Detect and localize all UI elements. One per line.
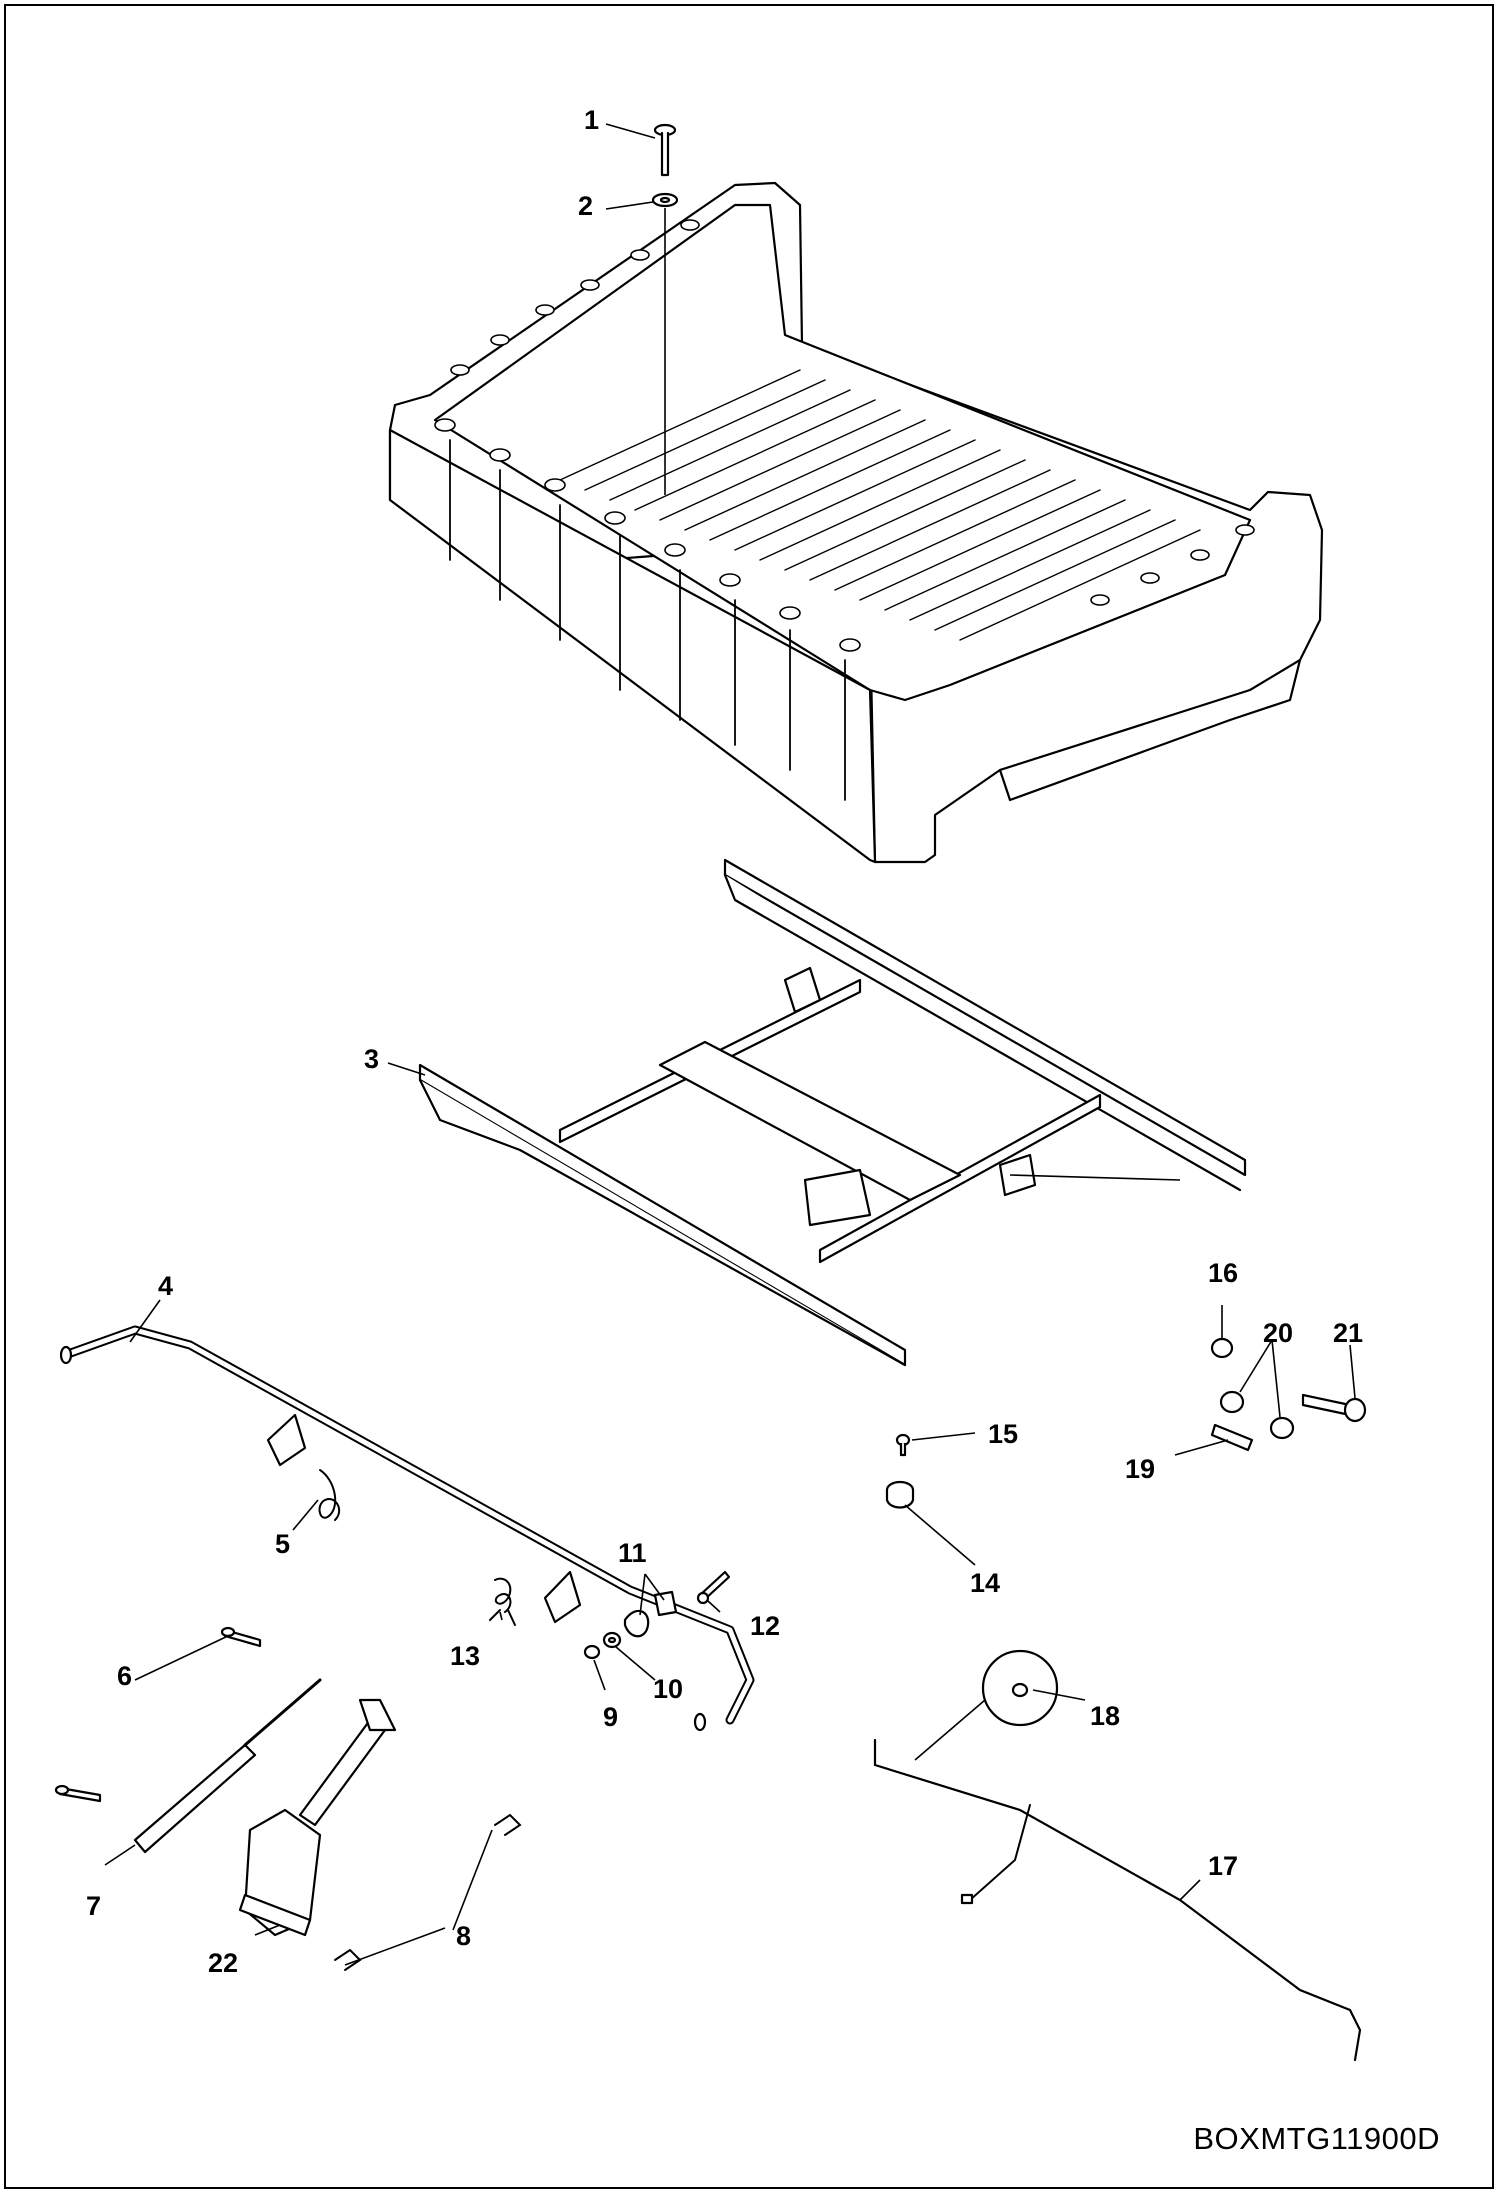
- part-15-screw: [895, 1433, 911, 1457]
- callout-17: 17: [1208, 1851, 1238, 1881]
- part-22-actuator: [238, 1698, 397, 1937]
- callout-16: 16: [1208, 1258, 1238, 1288]
- callout-7: 7: [86, 1891, 101, 1921]
- callout-2: 2: [578, 191, 593, 221]
- callout-19: 19: [1125, 1454, 1155, 1484]
- part-4-rod: [59, 1325, 755, 1732]
- callout-20: 20: [1263, 1318, 1293, 1348]
- callout-labels: 1 2 3 4 5 6 7 8 9 10 11 12 13 14 15 16 1…: [86, 105, 1363, 1978]
- callout-10: 10: [653, 1674, 683, 1704]
- callout-11: 11: [618, 1538, 647, 1568]
- callout-9: 9: [603, 1702, 618, 1732]
- callout-5: 5: [275, 1529, 290, 1559]
- callout-6: 6: [117, 1661, 132, 1691]
- figure-code: BOXMTG11900D: [1193, 2121, 1440, 2156]
- callout-8: 8: [456, 1921, 471, 1951]
- part-2-washer: [651, 192, 679, 208]
- part-3-frame: [418, 858, 1247, 1367]
- callout-21: 21: [1333, 1318, 1363, 1348]
- callout-22: 22: [208, 1948, 238, 1978]
- part-17-harness: [873, 1738, 1362, 2062]
- part-8-clips: [334, 1813, 522, 1971]
- part-12-bolt: [696, 1570, 731, 1605]
- callout-15: 15: [988, 1419, 1018, 1449]
- cargo-box: [388, 181, 1324, 864]
- part-16-nut: [1210, 1337, 1234, 1359]
- part-20-bushings: [1219, 1390, 1295, 1440]
- callout-13: 13: [450, 1641, 480, 1671]
- callout-4: 4: [158, 1271, 173, 1301]
- part-11-bushing: [623, 1590, 678, 1638]
- leader-lines: [104, 123, 1356, 1966]
- part-21-bolt: [1301, 1393, 1367, 1423]
- part-9-nut: [583, 1644, 601, 1660]
- part-10-washer: [602, 1631, 622, 1649]
- part-7-gas-strut: [133, 1678, 322, 1854]
- part-14-bumper: [885, 1480, 915, 1509]
- callout-12: 12: [750, 1611, 780, 1641]
- part-6-pin: [54, 1626, 262, 1803]
- callout-18: 18: [1090, 1701, 1120, 1731]
- part-13-spring: [489, 1577, 516, 1626]
- part-5-spring: [318, 1469, 341, 1521]
- callout-14: 14: [970, 1568, 1000, 1598]
- part-1-rivet: [653, 123, 677, 177]
- callout-1: 1: [584, 105, 599, 135]
- part-19-pin: [1210, 1423, 1254, 1452]
- part-18-connector-detail: [914, 1649, 1059, 1761]
- callout-3: 3: [364, 1044, 379, 1074]
